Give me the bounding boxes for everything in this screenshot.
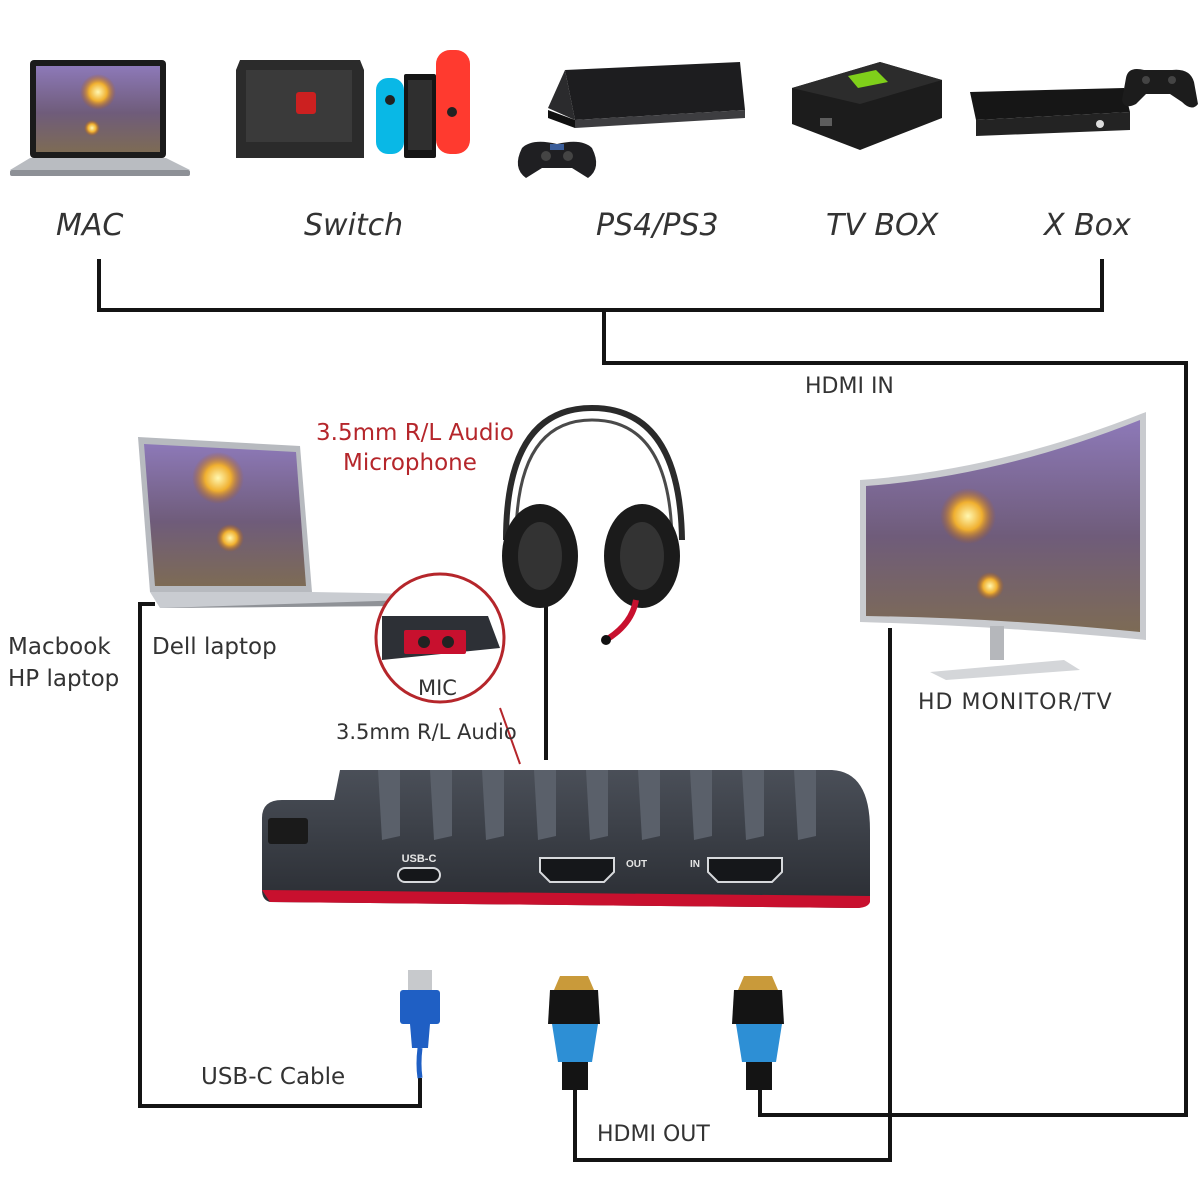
laptop-icon [10, 60, 190, 176]
hdmi-plug-icon-out [548, 976, 600, 1090]
audio-mic-label-line2: Microphone [343, 450, 477, 476]
usbc-cable-label: USB-C Cable [201, 1064, 346, 1090]
mic-pointer-line [499, 707, 521, 765]
hdmi-out-label: HDMI OUT [597, 1122, 710, 1147]
audio-port-label: 3.5mm R/L Audio [336, 720, 517, 744]
source-label-mac: MAC [56, 208, 124, 243]
hdmi-out-port [539, 857, 615, 883]
hdmi-plug-icon-in [732, 976, 784, 1090]
audio-mic-label-line1: 3.5mm R/L Audio [316, 420, 514, 446]
port-label-usbc: USB-C [402, 853, 437, 865]
port-label-in: IN [690, 859, 700, 870]
port-label-out: OUT [626, 859, 647, 870]
hdmi-in-label: HDMI IN [805, 374, 894, 399]
macbook-label: Macbook [8, 634, 111, 660]
connection-lines [97, 259, 1188, 1162]
usbc-port [397, 867, 441, 883]
dell-laptop-label: Dell laptop [152, 634, 277, 660]
source-label-switch: Switch [304, 208, 404, 243]
usbc-line [138, 602, 422, 1108]
capture-card-device: USB-C OUT IN [262, 770, 870, 908]
source-label-xbox: X Box [1044, 208, 1131, 243]
mic-label: MIC [418, 676, 457, 700]
monitor-label: HD MONITOR/TV [918, 690, 1113, 715]
tv-box-icon [792, 62, 942, 150]
mic-port-zoom [374, 572, 506, 704]
source-label-tvbox: TV BOX [826, 208, 939, 243]
hp-laptop-label: HP laptop [8, 666, 120, 692]
source-bus-line [97, 259, 1104, 312]
headset-icon [502, 404, 685, 645]
host-laptop-icon [138, 437, 420, 608]
hdmi-in-port [707, 857, 783, 883]
hdmi-out-line [573, 628, 892, 1162]
xbox-icon [970, 69, 1198, 136]
nintendo-switch-icon [236, 50, 470, 158]
monitor-icon [860, 412, 1146, 680]
source-label-ps: PS4/PS3 [596, 208, 719, 243]
playstation-icon [517, 62, 745, 178]
hdmi-in-line [602, 310, 1188, 1117]
usb-plug-icon [400, 970, 440, 1079]
